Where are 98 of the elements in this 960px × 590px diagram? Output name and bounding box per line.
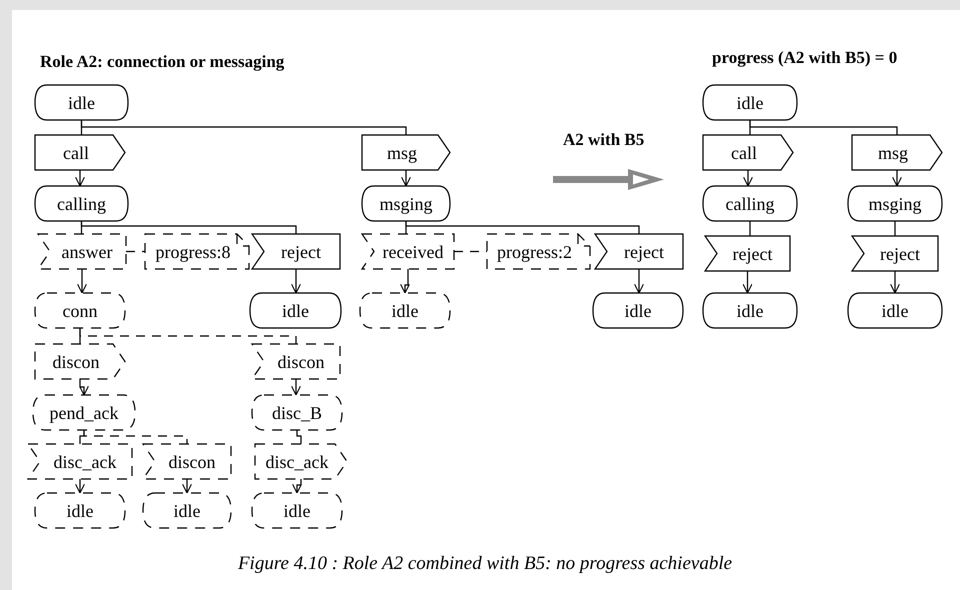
symbol-text: idle [281,300,310,320]
connector [890,271,900,294]
state-symbol [703,186,797,221]
symbol-text: msging [378,194,434,214]
state-symbol [703,85,797,120]
output-symbol [703,135,793,170]
connector [454,250,487,252]
connector [296,430,302,444]
input-symbol [252,234,340,269]
connector [83,430,188,444]
panel-heading: progress (A2 with B5) = 0 [712,48,898,68]
connector [634,269,644,294]
state-symbol [360,293,450,328]
connector [126,250,145,252]
output-symbol [852,135,942,170]
symbol-text: idle [282,500,312,520]
state-symbol [35,493,125,528]
symbol-text: reject [280,242,322,262]
symbol-text: answer [60,242,114,262]
symbol-text: discon [52,352,100,372]
connector [74,170,86,187]
symbol-text: calling [56,194,107,214]
state-symbol [703,293,797,328]
symbol-text: call [62,142,90,162]
connector [400,170,412,187]
symbol-text: received [382,242,444,262]
symbol-text: idle [390,300,420,320]
state-symbol [35,85,128,120]
connector [405,221,640,234]
state-symbol [252,395,342,430]
symbol-text: idle [736,92,764,112]
input-symbol [28,444,132,479]
connector [78,379,90,396]
connector [749,120,898,135]
state-symbol [143,493,231,528]
symbol-text: idle [67,92,96,112]
input-symbol [705,236,790,271]
symbol-text: reject [732,244,774,264]
symbol-text: idle [66,500,94,520]
symbol-text: idle [624,300,652,320]
state-symbol [848,293,942,328]
figure-caption: Figure 4.10 : Role A2 combined with B5: no progress achievable [236,553,734,575]
symbol-text: idle [736,300,764,320]
connector [742,271,753,294]
symbol-text: pend_ack [48,402,120,422]
input-symbol [362,234,454,269]
symbol-text: msg [876,142,909,162]
symbol-text: call [730,142,758,162]
input-symbol [595,234,683,269]
symbol-text: disc_ack [52,452,118,472]
connector [79,328,297,344]
input-symbol [252,344,340,379]
connector [80,120,407,135]
output-symbol [35,135,125,170]
state-symbol [848,186,942,221]
connector [74,479,86,494]
state-symbol [362,186,450,221]
connector [290,269,302,294]
connector [76,269,88,294]
symbol-text: conn [62,300,98,320]
symbol-text: progress:8 [154,242,232,262]
symbol-text: reject [879,244,921,264]
symbol-text: disc_B [270,402,323,422]
input-symbol [38,234,126,269]
connector [292,479,302,494]
connector [80,221,297,234]
symbol-text: calling [724,194,776,214]
symbol-text: idle [172,500,202,520]
symbol-text: discon [168,452,216,472]
connector [749,221,751,236]
symbol-text: idle [880,300,910,320]
connector [894,221,896,236]
symbol-text: reject [623,242,665,262]
output-symbol [362,135,450,170]
state-symbol [35,186,128,221]
symbol-text: disc_ack [264,452,330,472]
output-symbol [35,344,125,379]
state-symbol [33,395,135,430]
output-symbol [255,444,347,479]
connector [742,170,754,187]
connector [290,379,302,396]
input-symbol [852,236,938,271]
panel-heading: Role A2: connection or messaging [40,52,284,72]
input-symbol [143,444,231,479]
state-symbol [252,493,342,528]
symbol-text: discon [276,352,326,372]
connector [182,479,192,494]
state-symbol [593,293,683,328]
state-symbol [35,293,125,328]
symbol-text: msging [867,194,922,214]
comment-symbol [145,234,249,269]
connector [400,269,410,294]
symbol-text: msg [386,142,418,162]
connector [892,170,902,187]
symbol-text: progress:2 [496,242,573,262]
state-symbol [250,293,341,328]
comment-symbol [487,234,590,269]
arrow-label: A2 with B5 [563,130,644,150]
